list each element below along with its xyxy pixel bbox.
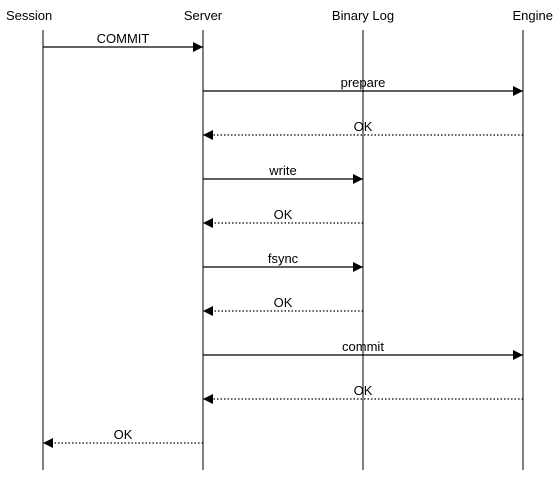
message-label-6: fsync bbox=[268, 251, 299, 266]
message-7: OK bbox=[203, 295, 363, 316]
message-5: OK bbox=[203, 207, 363, 228]
message-label-1: COMMIT bbox=[97, 31, 150, 46]
message-label-2: prepare bbox=[341, 75, 386, 90]
message-label-5: OK bbox=[274, 207, 293, 222]
participant-label-binlog: Binary Log bbox=[332, 8, 394, 23]
message-4: write bbox=[203, 163, 363, 184]
participant-label-server: Server bbox=[184, 8, 223, 23]
lifelines: Session Server Binary Log Engine bbox=[6, 8, 553, 470]
message-label-9: OK bbox=[354, 383, 373, 398]
message-label-10: OK bbox=[114, 427, 133, 442]
participant-label-session: Session bbox=[6, 8, 52, 23]
message-label-7: OK bbox=[274, 295, 293, 310]
message-1: COMMIT bbox=[43, 31, 203, 52]
message-label-8: commit bbox=[342, 339, 384, 354]
message-2: prepare bbox=[203, 75, 523, 96]
message-10: OK bbox=[43, 427, 203, 448]
message-9: OK bbox=[203, 383, 523, 404]
message-label-3: OK bbox=[354, 119, 373, 134]
message-label-4: write bbox=[268, 163, 296, 178]
message-3: OK bbox=[203, 119, 523, 140]
participant-label-engine: Engine bbox=[513, 8, 553, 23]
message-8: commit bbox=[203, 339, 523, 360]
message-6: fsync bbox=[203, 251, 363, 272]
